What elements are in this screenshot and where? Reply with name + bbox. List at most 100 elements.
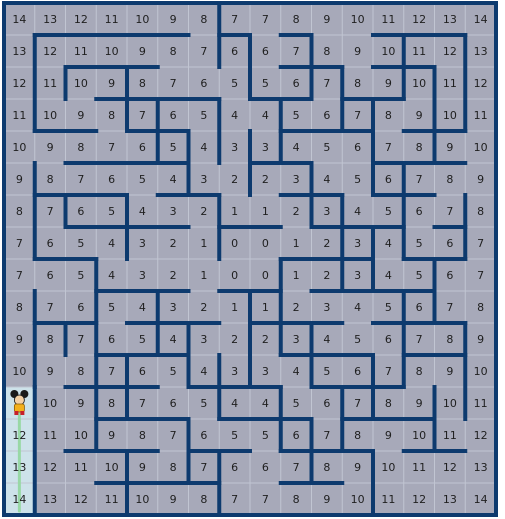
cell-distance: 12 — [443, 45, 457, 58]
cell-distance: 11 — [381, 13, 395, 26]
maze-cell — [250, 3, 281, 35]
cell-distance: 6 — [385, 173, 392, 186]
cell-distance: 2 — [170, 269, 177, 282]
cell-distance: 7 — [170, 429, 177, 442]
cell-distance: 4 — [354, 301, 361, 314]
maze-cell — [157, 259, 189, 291]
maze-cell — [311, 483, 343, 515]
maze-cell — [127, 259, 158, 291]
cell-distance: 4 — [200, 365, 207, 378]
cell-distance: 13 — [43, 13, 57, 26]
cell-distance: 5 — [262, 429, 269, 442]
maze-cell — [465, 387, 496, 419]
cell-distance: 6 — [293, 77, 300, 90]
cell-distance: 3 — [323, 301, 330, 314]
cell-distance: 7 — [477, 269, 484, 282]
maze-cell — [373, 131, 404, 163]
maze-cell — [434, 451, 466, 483]
maze-cell — [96, 163, 127, 195]
maze-cell — [434, 387, 466, 419]
maze-cell — [250, 35, 281, 67]
maze-cell — [373, 67, 404, 99]
cell-distance: 3 — [293, 173, 300, 186]
cell-distance: 10 — [105, 461, 119, 474]
maze-cell — [219, 67, 250, 99]
cell-distance: 11 — [474, 397, 488, 410]
cell-distance: 8 — [477, 205, 484, 218]
maze-cell — [96, 67, 127, 99]
maze-cell — [219, 99, 250, 131]
cell-distance: 10 — [474, 141, 488, 154]
cell-distance: 7 — [446, 301, 453, 314]
maze-cell — [65, 195, 97, 227]
maze-cell — [311, 195, 343, 227]
cell-distance: 13 — [12, 461, 26, 474]
maze-cell — [188, 483, 220, 515]
maze-cell — [219, 35, 250, 67]
maze-cell — [250, 291, 281, 323]
cell-distance: 12 — [443, 461, 457, 474]
cell-distance: 7 — [354, 109, 361, 122]
maze-cell — [403, 387, 435, 419]
cell-distance: 8 — [200, 493, 207, 506]
cell-distance: 6 — [200, 77, 207, 90]
maze-cell — [65, 3, 97, 35]
cell-distance: 5 — [385, 205, 392, 218]
maze-cell — [280, 323, 312, 355]
cell-distance: 6 — [323, 397, 330, 410]
cell-distance: 7 — [354, 397, 361, 410]
cell-distance: 14 — [474, 493, 488, 506]
cell-distance: 3 — [139, 269, 146, 282]
cell-distance: 11 — [74, 45, 88, 58]
maze-cell — [373, 355, 404, 387]
cell-distance: 8 — [446, 333, 453, 346]
cell-distance: 9 — [477, 333, 484, 346]
cell-distance: 5 — [108, 205, 115, 218]
cell-distance: 6 — [231, 461, 238, 474]
maze-cell — [65, 163, 97, 195]
cell-distance: 2 — [323, 237, 330, 250]
cell-distance: 7 — [77, 333, 84, 346]
cell-distance: 6 — [446, 237, 453, 250]
maze-cell — [34, 163, 66, 195]
maze-cell — [373, 387, 404, 419]
maze-cell — [342, 483, 373, 515]
maze-cell — [250, 355, 281, 387]
cell-distance: 9 — [47, 141, 54, 154]
maze-cell — [34, 67, 66, 99]
cell-distance: 0 — [231, 269, 238, 282]
cell-distance: 8 — [47, 333, 54, 346]
maze-cell — [373, 99, 404, 131]
cell-distance: 4 — [170, 333, 177, 346]
cell-distance: 8 — [416, 141, 423, 154]
cell-distance: 8 — [293, 493, 300, 506]
maze-cell — [219, 355, 250, 387]
maze-cell — [127, 35, 158, 67]
cell-distance: 10 — [412, 429, 426, 442]
maze-cell — [34, 419, 66, 451]
cell-distance: 3 — [293, 333, 300, 346]
cell-distance: 13 — [474, 461, 488, 474]
maze-cell — [434, 259, 466, 291]
cell-distance: 9 — [446, 141, 453, 154]
maze-cell — [188, 355, 220, 387]
maze-cell — [342, 227, 373, 259]
cell-distance: 6 — [262, 461, 269, 474]
maze-cell — [188, 3, 220, 35]
cell-distance: 8 — [293, 13, 300, 26]
cell-distance: 4 — [293, 141, 300, 154]
cell-distance: 2 — [231, 173, 238, 186]
maze-cell — [4, 163, 35, 195]
maze-cell — [465, 227, 496, 259]
maze-cell — [34, 291, 66, 323]
cell-distance: 4 — [262, 397, 269, 410]
cell-distance: 5 — [354, 333, 361, 346]
maze-cell — [465, 99, 496, 131]
cell-distance: 3 — [170, 205, 177, 218]
cell-distance: 4 — [108, 237, 115, 250]
maze-cell — [465, 131, 496, 163]
maze-cell — [157, 227, 189, 259]
maze-cell — [373, 451, 404, 483]
cell-distance: 5 — [200, 397, 207, 410]
